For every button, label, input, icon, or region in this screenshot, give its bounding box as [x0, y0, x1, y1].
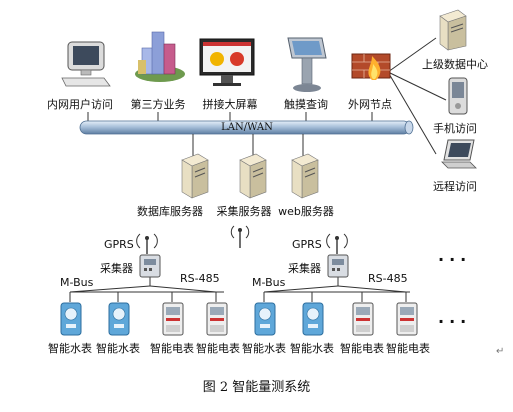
- firewall-icon: [350, 46, 394, 90]
- touch-kiosk-icon: [282, 34, 330, 100]
- remote-label-upper-datacenter: 上级数据中心: [422, 58, 488, 71]
- right-collector-label: 采集器: [288, 262, 321, 275]
- water-meter-icon: [302, 302, 324, 340]
- electric-meter-icon: [162, 302, 184, 340]
- electric-meter-icon: [206, 302, 228, 340]
- meter-label: 智能电表: [340, 342, 384, 355]
- ellipsis-lower: ···: [438, 312, 472, 331]
- meter-label: 智能水表: [290, 342, 334, 355]
- left-collector-label: 采集器: [100, 262, 133, 275]
- wireless-antenna-icon: [230, 220, 250, 254]
- node-label-third-party: 第三方业务: [130, 98, 186, 111]
- lan-wan-label: LAN/WAN: [221, 122, 273, 133]
- mobile-phone-icon: [446, 76, 470, 120]
- remote-label-mobile: 手机访问: [433, 122, 477, 135]
- node-label-video-wall: 拼接大屏幕: [202, 98, 258, 111]
- database-server-icon: [178, 152, 212, 204]
- third-party-buildings-icon: [130, 26, 188, 90]
- figure-caption: 图 2 智能量测系统: [202, 380, 311, 395]
- right-gprs-antenna-icon: [326, 230, 348, 260]
- node-label-external-node: 外网节点: [348, 98, 392, 111]
- web-server-icon: [288, 152, 322, 204]
- left-rs485-label: RS-485: [180, 272, 220, 285]
- meter-label: 智能电表: [386, 342, 430, 355]
- water-meter-icon: [108, 302, 130, 340]
- meter-label: 智能电表: [196, 342, 240, 355]
- left-gprs-label: GPRS: [104, 238, 134, 251]
- node-label-touch-query: 触摸查询: [284, 98, 328, 111]
- remote-label-remote-access: 远程访问: [433, 180, 477, 193]
- left-collector-device-icon: [138, 254, 162, 282]
- ellipsis-upper: ···: [438, 250, 472, 269]
- desktop-computer-icon: [60, 38, 116, 92]
- server-label-web: web服务器: [278, 205, 334, 218]
- paragraph-return-mark: ↵: [496, 346, 505, 357]
- right-mbus-label: M-Bus: [252, 276, 286, 289]
- left-gprs-antenna-icon: [136, 230, 158, 260]
- node-label-intranet-user: 内网用户访问: [47, 98, 113, 111]
- collection-server-icon: [236, 152, 270, 204]
- right-collector-device-icon: [326, 254, 350, 282]
- meter-label: 智能电表: [150, 342, 194, 355]
- lan-wan-bus: [79, 120, 414, 135]
- water-meter-icon: [254, 302, 276, 340]
- electric-meter-icon: [396, 302, 418, 340]
- laptop-icon: [440, 138, 478, 176]
- server-label-collection: 采集服务器: [216, 205, 272, 218]
- right-gprs-label: GPRS: [292, 238, 322, 251]
- right-rs485-label: RS-485: [368, 272, 408, 285]
- data-center-server-icon: [436, 8, 470, 56]
- electric-meter-icon: [352, 302, 374, 340]
- video-wall-icon: [197, 37, 259, 97]
- meter-label: 智能水表: [48, 342, 92, 355]
- meter-label: 智能水表: [242, 342, 286, 355]
- meter-label: 智能水表: [96, 342, 140, 355]
- water-meter-icon: [60, 302, 82, 340]
- left-mbus-label: M-Bus: [60, 276, 94, 289]
- server-label-database: 数据库服务器: [137, 205, 203, 218]
